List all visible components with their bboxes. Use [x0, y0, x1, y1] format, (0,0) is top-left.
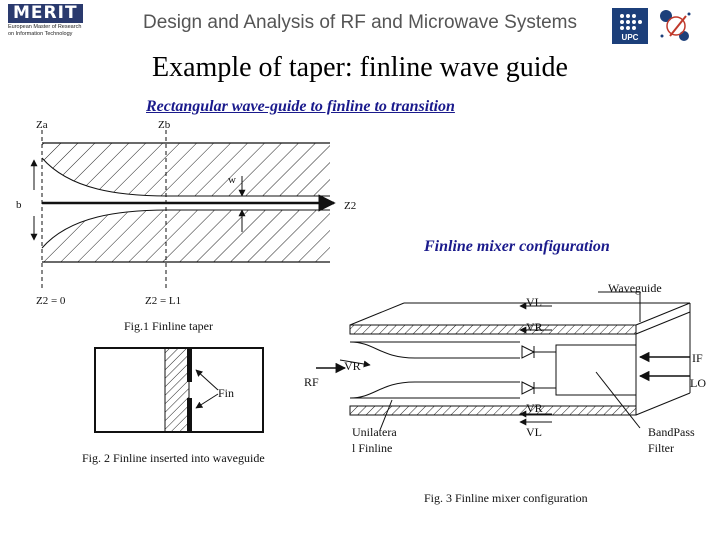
fig1-caption: Fig.1 Finline taper — [124, 319, 213, 333]
upc-logo-dots-icon — [620, 14, 642, 30]
fig1-label-zl: Z2 = L1 — [145, 295, 181, 307]
fig3-label-vl-top: VL — [526, 295, 542, 309]
mixer-subtitle: Finline mixer configuration — [424, 238, 610, 255]
fig3-caption: Fig. 3 Finline mixer configuration — [424, 491, 588, 505]
merit-logo-text: MERIT — [8, 4, 83, 23]
upc-logo-text: UPC — [621, 33, 639, 42]
fig3-label-rf: RF — [304, 375, 319, 389]
fig1-label-w: w — [228, 174, 236, 186]
fig3-label-vr-left: VR — [344, 359, 361, 373]
fig1-bottom-fin — [42, 210, 330, 262]
transition-subtitle: Rectangular wave-guide to finline to tra… — [146, 98, 455, 115]
fig2-caption: Fig. 2 Finline inserted into waveguide — [82, 451, 265, 465]
fig1-label-zb: Zb — [158, 119, 171, 131]
fig2-label-fin: Fin — [218, 386, 234, 400]
fig1-label-b: b — [16, 199, 22, 211]
upc-logo: UPC — [612, 8, 648, 44]
fig3-label-vr-top: VR — [526, 320, 543, 334]
fig3-label-if: IF — [692, 351, 703, 365]
merit-logo: MERIT European Master of Research on Inf… — [8, 4, 98, 44]
fig3-label-vr-bottom: VR — [526, 401, 543, 415]
tsc-logo-icon — [660, 10, 691, 41]
fig3-bandpass-filter — [555, 344, 637, 396]
merit-logo-subtitle: European Master of Research on Informati… — [8, 24, 98, 38]
fig3-label-bandpass-2: Filter — [648, 441, 674, 455]
merit-logo-subtitle-line2: on Information Technology — [8, 31, 73, 37]
fig3-label-bandpass-1: BandPass — [648, 425, 695, 439]
fig3-finline-mixer: Waveguide VL VR VR RF IF LO VR VL Unilat… — [304, 281, 706, 505]
fig1-label-z0: Z2 = 0 — [36, 295, 66, 307]
course-title: Design and Analysis of RF and Microwave … — [142, 12, 577, 33]
fig1-label-za: Za — [36, 119, 48, 131]
fig3-label-vl-bottom: VL — [526, 425, 542, 439]
fig2-substrate — [164, 347, 190, 433]
fig1-label-z2: Z2 — [344, 200, 356, 212]
slide-title: Example of taper: finline wave guide — [152, 52, 568, 83]
fig3-label-unilateral-2: l Finline — [352, 441, 392, 455]
merit-logo-subtitle-line1: European Master of Research — [8, 24, 82, 30]
fig1-finline-taper: Za Zb w b Z2 Z2 = 0 Z2 = L1 Fig.1 Finlin… — [16, 119, 356, 333]
fig3-label-unilateral-1: Unilatera — [352, 425, 397, 439]
fig3-label-waveguide: Waveguide — [608, 281, 662, 295]
fig2-finline-in-waveguide: Fin Fig. 2 Finline inserted into wavegui… — [82, 347, 265, 465]
fig1-top-fin — [42, 143, 330, 196]
fig3-label-lo: LO — [690, 376, 706, 390]
